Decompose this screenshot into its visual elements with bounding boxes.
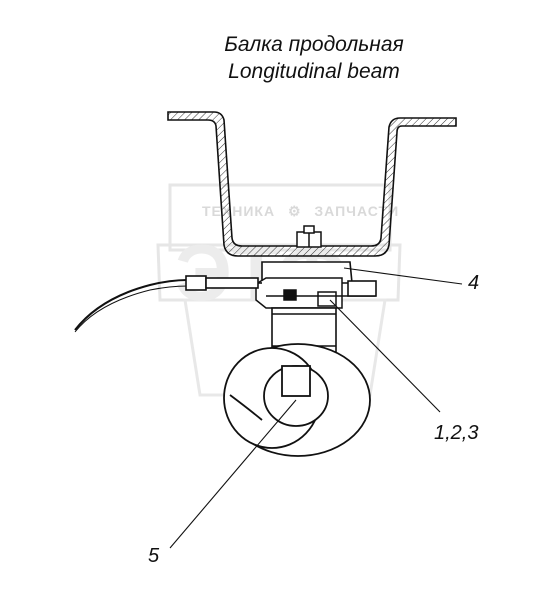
cylinder-body	[223, 343, 371, 457]
watermark-right: ЗАПЧАСТИ	[314, 203, 400, 219]
leader-lines	[169, 267, 463, 549]
title-russian: Балка продольная	[224, 33, 404, 56]
watermark-left: ТЕХНИКА	[202, 203, 276, 219]
callout-1-2-3: 1,2,3	[434, 422, 479, 444]
callout-5: 5	[148, 545, 160, 567]
callout-4: 4	[468, 272, 480, 294]
gear-icon: ⚙	[287, 203, 302, 219]
watermark-text: ТЕХНИКА ⚙ ЗАПЧАСТИ	[198, 203, 403, 220]
longitudinal-beam	[167, 111, 457, 257]
title-english: Longitudinal beam	[228, 60, 400, 83]
cable-connector	[74, 275, 262, 333]
bolt-head	[296, 225, 322, 248]
nut-washer-assembly	[255, 277, 343, 309]
